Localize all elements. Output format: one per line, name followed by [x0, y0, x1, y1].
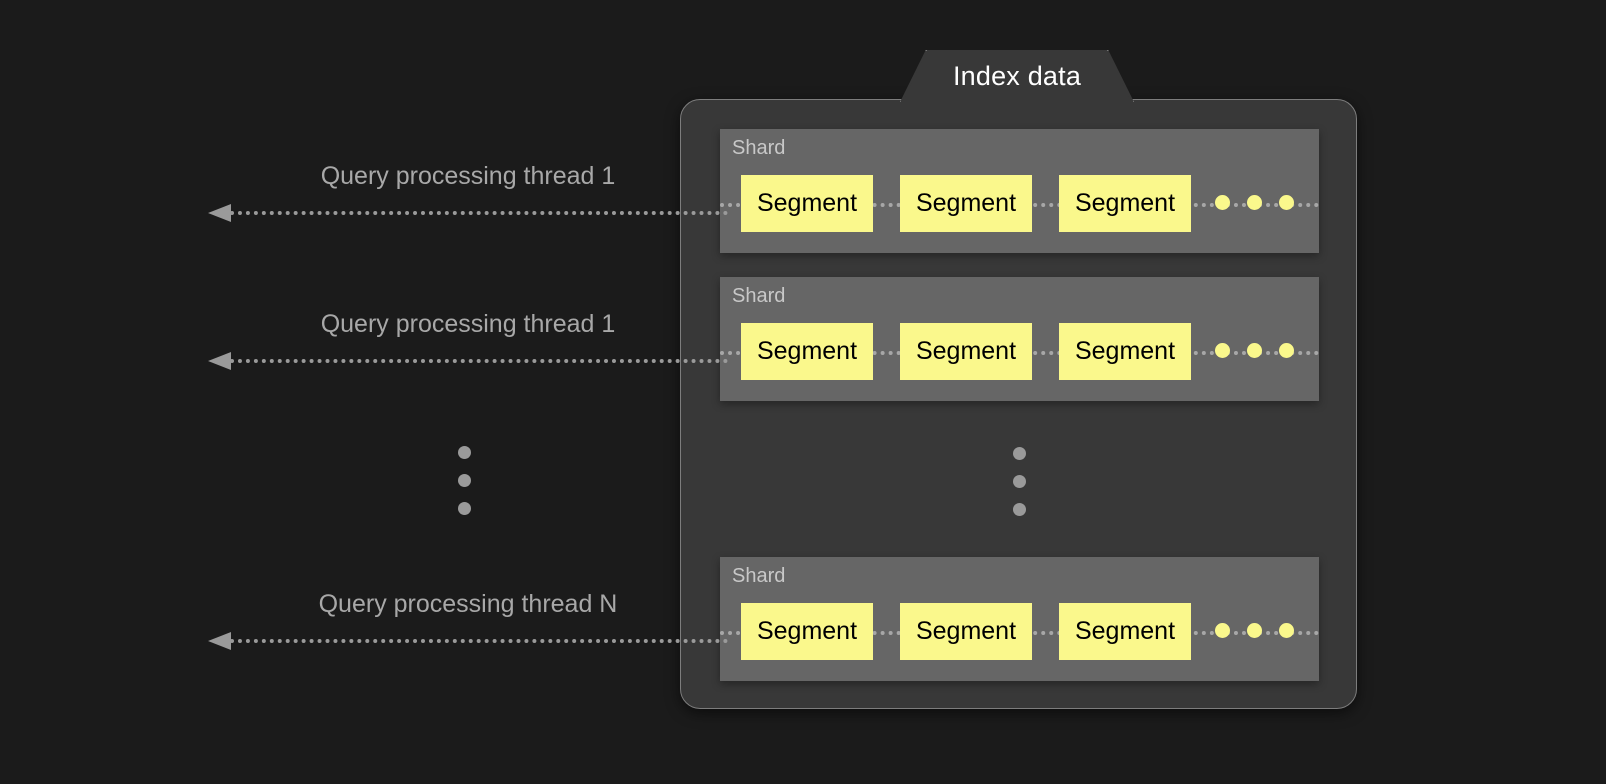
shard-label: Shard	[732, 137, 786, 159]
arrow-line	[230, 639, 728, 643]
shard-label: Shard	[732, 285, 786, 307]
segment-ellipsis	[1215, 195, 1294, 210]
query-thread-1: Query processing thread 1	[208, 162, 728, 232]
ellipsis-dot-icon	[458, 474, 471, 487]
segment-box: Segment	[741, 603, 873, 660]
segment-box: Segment	[1059, 323, 1191, 380]
segment-group: Segment Segment Segment	[741, 175, 1191, 232]
segment-box: Segment	[900, 323, 1032, 380]
query-thread-label: Query processing thread N	[318, 590, 618, 618]
threads-vertical-ellipsis	[458, 446, 471, 515]
arrow-line	[230, 211, 728, 215]
ellipsis-dot-icon	[1279, 623, 1294, 638]
ellipsis-dot-icon	[1247, 195, 1262, 210]
segment-box: Segment	[1059, 603, 1191, 660]
query-thread-label: Query processing thread 1	[320, 162, 616, 190]
segment-gap	[1032, 323, 1059, 380]
query-thread-arrow	[208, 632, 728, 650]
query-thread-arrow	[208, 204, 728, 222]
ellipsis-dot-icon	[1013, 447, 1026, 460]
segment-ellipsis	[1215, 623, 1294, 638]
segment-box: Segment	[900, 175, 1032, 232]
segment-gap	[873, 323, 900, 380]
index-data-panel: Shard Segment Segment Segment Shard Segm…	[680, 99, 1357, 709]
arrow-head-icon	[208, 632, 231, 650]
ellipsis-dot-icon	[1013, 503, 1026, 516]
segment-group: Segment Segment Segment	[741, 603, 1191, 660]
shard-label: Shard	[732, 565, 786, 587]
arrow-head-icon	[208, 204, 231, 222]
segment-box: Segment	[741, 175, 873, 232]
segment-box: Segment	[900, 603, 1032, 660]
query-thread-arrow	[208, 352, 728, 370]
ellipsis-dot-icon	[1247, 623, 1262, 638]
shard-row: Shard Segment Segment Segment	[720, 277, 1319, 401]
ellipsis-dot-icon	[1215, 623, 1230, 638]
segment-ellipsis	[1215, 343, 1294, 358]
segment-gap	[873, 175, 900, 232]
arrow-line	[230, 359, 728, 363]
query-thread-2: Query processing thread 1	[208, 310, 728, 380]
index-data-tab-label: Index data	[952, 61, 1082, 91]
ellipsis-dot-icon	[1215, 343, 1230, 358]
segment-group: Segment Segment Segment	[741, 323, 1191, 380]
ellipsis-dot-icon	[1215, 195, 1230, 210]
ellipsis-dot-icon	[1279, 195, 1294, 210]
segment-box: Segment	[1059, 175, 1191, 232]
query-thread-n: Query processing thread N	[208, 590, 728, 660]
ellipsis-dot-icon	[1279, 343, 1294, 358]
ellipsis-dot-icon	[458, 446, 471, 459]
segment-box: Segment	[741, 323, 873, 380]
shard-row: Shard Segment Segment Segment	[720, 129, 1319, 253]
segment-gap	[1032, 175, 1059, 232]
arrow-head-icon	[208, 352, 231, 370]
ellipsis-dot-icon	[1013, 475, 1026, 488]
ellipsis-dot-icon	[458, 502, 471, 515]
index-data-tab: Index data	[902, 50, 1132, 103]
ellipsis-dot-icon	[1247, 343, 1262, 358]
query-thread-label: Query processing thread 1	[320, 310, 616, 338]
panel-vertical-ellipsis	[1013, 447, 1026, 516]
segment-gap	[873, 603, 900, 660]
shard-row: Shard Segment Segment Segment	[720, 557, 1319, 681]
segment-gap	[1032, 603, 1059, 660]
